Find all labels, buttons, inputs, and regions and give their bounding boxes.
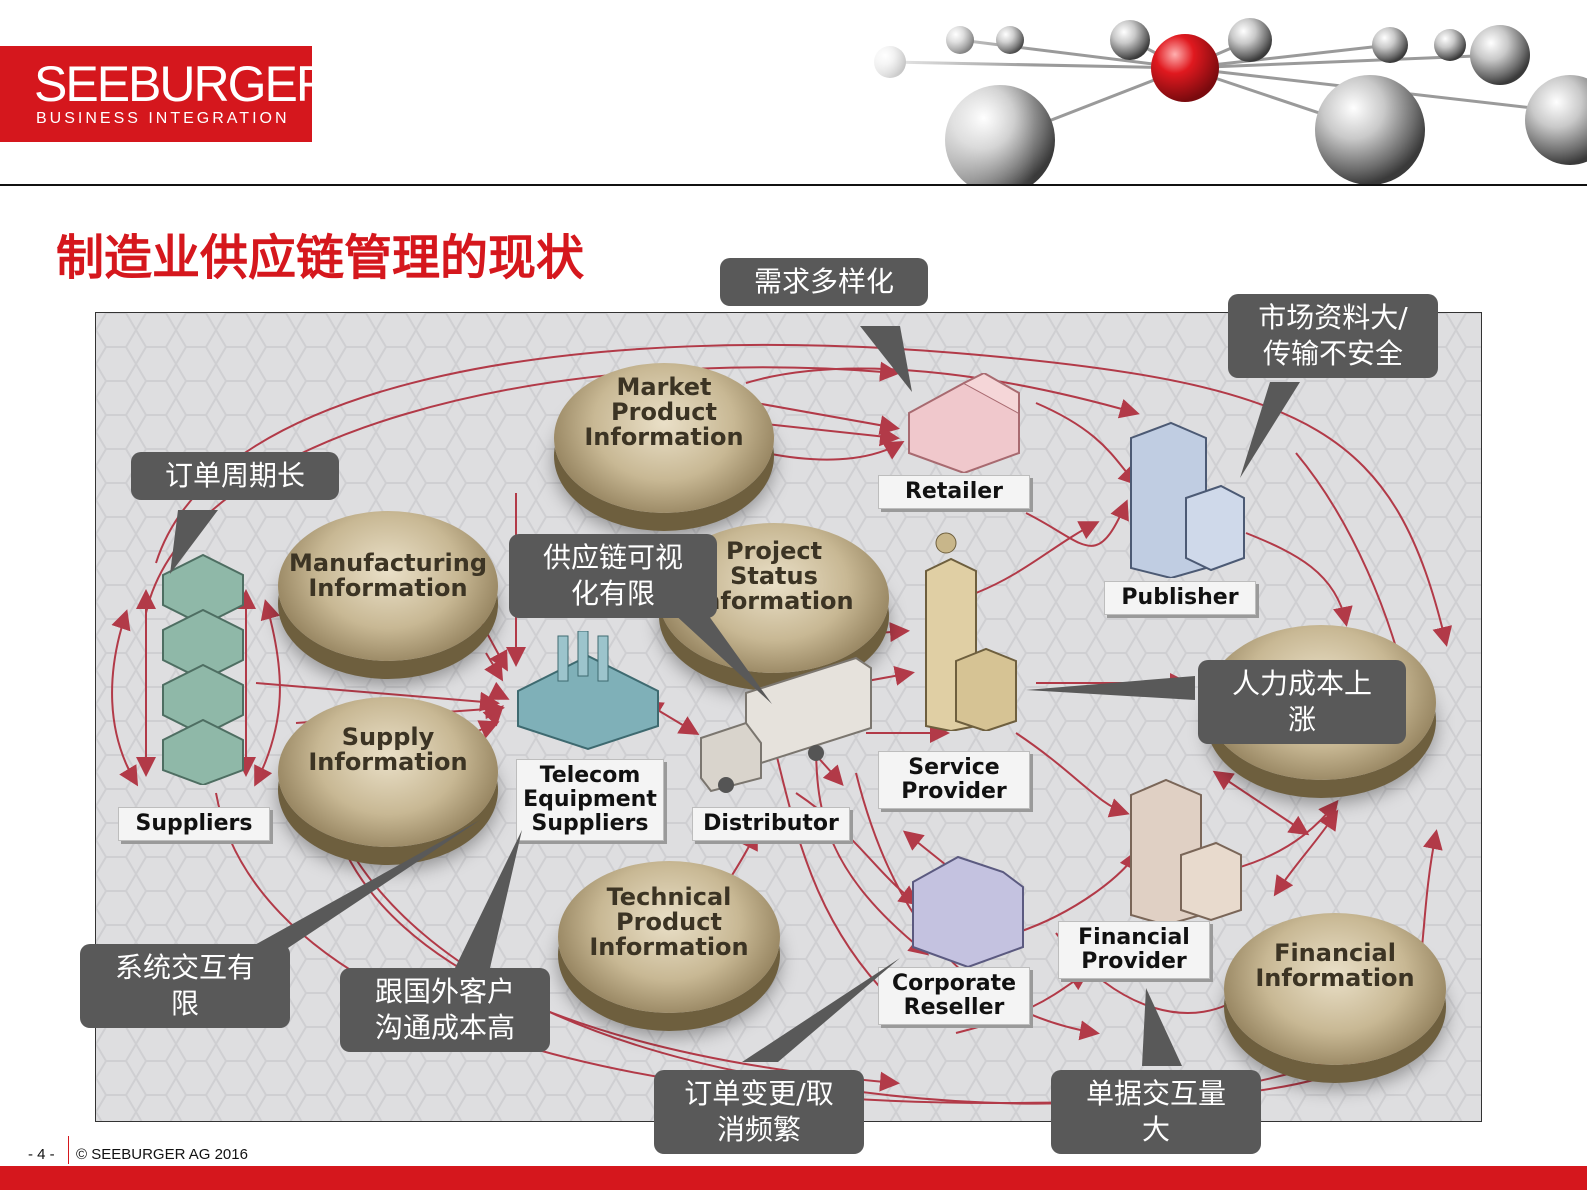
project-status-label: Project Status Information	[694, 537, 854, 615]
slide-title: 制造业供应链管理的现状	[56, 230, 585, 286]
footer-red-bar	[0, 1166, 1587, 1190]
logo-sub-text: BUSINESS INTEGRATION	[36, 110, 290, 127]
telecom-suppliers-label: Telecom Equipment Suppliers	[516, 759, 664, 841]
supplier-factories-icon	[162, 553, 244, 785]
manufacturing-info-disc	[278, 511, 498, 661]
distributor-label: Distributor	[692, 807, 850, 841]
service-provider-tower-icon	[925, 532, 1017, 731]
header-divider	[0, 184, 1587, 186]
supply-info-label: Supply Information	[308, 723, 468, 776]
manufacturing-info-label: Manufacturing Information	[289, 549, 487, 602]
callout-limited-visibility: 供应链可视 化有限	[509, 534, 717, 618]
retailer-label: Retailer	[878, 475, 1030, 509]
publisher-label: Publisher	[1104, 581, 1256, 615]
service-provider-label: Service Provider	[878, 751, 1030, 809]
retailer-store-icon	[908, 373, 1020, 473]
callout-high-communication-cost: 跟国外客户 沟通成本高	[340, 968, 550, 1052]
technical-info-label: Technical Product Information	[589, 883, 749, 961]
callout-limited-system-interaction: 系统交互有 限	[80, 944, 290, 1028]
logo-main-text: SEEBURGER	[34, 56, 332, 112]
market-info-label: Market Product Information	[584, 373, 744, 451]
corporate-reseller-label: Corporate Reseller	[878, 967, 1030, 1025]
header-network-spheres-image	[850, 0, 1587, 184]
callout-demand-diversity: 需求多样化	[720, 258, 928, 306]
financial-provider-tower-icon	[1130, 778, 1242, 925]
seeburger-logo: SEEBURGER BUSINESS INTEGRATION	[0, 46, 332, 142]
corporate-reseller-building-icon	[912, 855, 1024, 967]
copyright-text: © SEEBURGER AG 2016	[76, 1146, 248, 1163]
distributor-truck-icon	[700, 656, 872, 793]
telecom-factory-icon	[517, 631, 659, 751]
financial-info-disc	[1224, 913, 1446, 1065]
suppliers-label: Suppliers	[118, 807, 270, 841]
financial-provider-label: Financial Provider	[1058, 921, 1210, 979]
callout-frequent-order-changes: 订单变更/取 消频繁	[654, 1070, 864, 1154]
footer-separator	[68, 1136, 69, 1164]
market-info-disc	[554, 363, 774, 513]
financial-info-label: Financial Information	[1255, 939, 1415, 992]
page-number: - 4 -	[28, 1146, 55, 1163]
callout-rising-labor-cost: 人力成本上 涨	[1198, 660, 1406, 744]
publisher-tower-icon	[1130, 421, 1245, 578]
callout-market-data-security: 市场资料大/ 传输不安全	[1228, 294, 1438, 378]
callout-large-document-volume: 单据交互量 大	[1051, 1070, 1261, 1154]
callout-long-order-cycle: 订单周期长	[131, 452, 339, 500]
